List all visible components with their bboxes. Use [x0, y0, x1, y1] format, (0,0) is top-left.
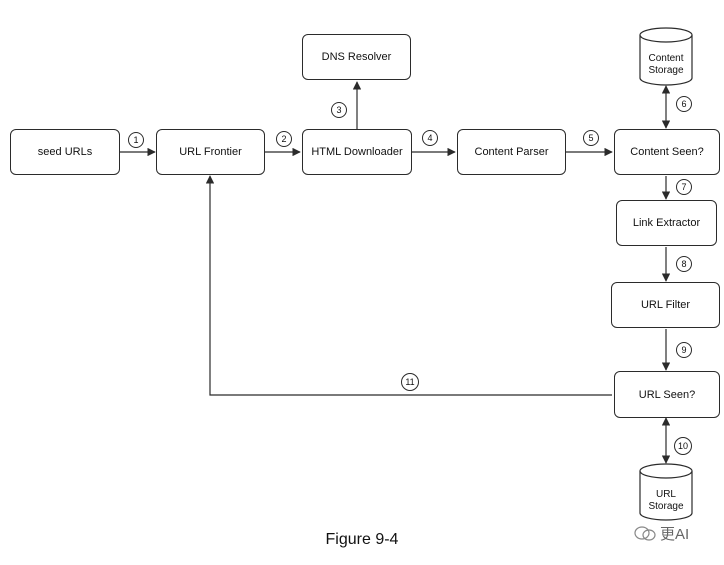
watermark-text: 更AI: [660, 526, 690, 543]
chat-bubble-icon: [634, 525, 656, 541]
content-storage-line2: Storage: [648, 65, 684, 76]
step-5-marker: 5: [583, 130, 599, 146]
edge-url-seen-to-frontier: [205, 175, 612, 396]
html-downloader-box: HTML Downloader: [302, 129, 412, 175]
step-8-marker: 8: [676, 256, 692, 272]
step-9-marker: 9: [676, 342, 692, 358]
url-storage-cylinder: [639, 463, 693, 521]
url-storage-line2: Storage: [648, 501, 684, 512]
url-storage-label: URL Storage: [640, 471, 692, 521]
watermark: 更AI: [634, 523, 689, 544]
url-filter-box: URL Filter: [611, 282, 720, 328]
url-seen-box: URL Seen?: [614, 371, 720, 418]
content-storage-label: Content Storage: [640, 35, 692, 85]
link-extractor-box: Link Extractor: [616, 200, 717, 246]
step-3-marker: 3: [331, 102, 347, 118]
step-11-marker: 11: [401, 373, 419, 391]
step-10-marker: 10: [674, 437, 692, 455]
url-storage-line1: URL: [655, 489, 676, 500]
figure-caption: Figure 9-4: [325, 531, 399, 548]
step-7-marker: 7: [676, 179, 692, 195]
content-storage-line1: Content: [648, 53, 684, 64]
content-parser-box: Content Parser: [457, 129, 566, 175]
dns-resolver-box: DNS Resolver: [302, 34, 411, 80]
step-6-marker: 6: [676, 96, 692, 112]
step-2-marker: 2: [276, 131, 292, 147]
step-4-marker: 4: [422, 130, 438, 146]
seed-urls-box: seed URLs: [10, 129, 120, 175]
content-seen-box: Content Seen?: [614, 129, 720, 175]
content-storage-cylinder: [639, 27, 693, 86]
step-1-marker: 1: [128, 132, 144, 148]
url-frontier-box: URL Frontier: [156, 129, 265, 175]
